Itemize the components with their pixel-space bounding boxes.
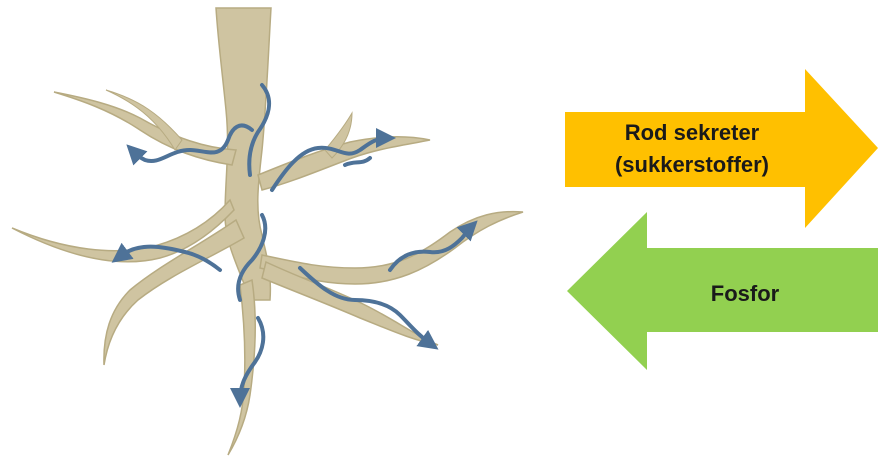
arrow-right-shape [565, 69, 878, 228]
plant-root-illustration [12, 8, 523, 455]
phosphorus-arrow: Fosfor [567, 212, 878, 370]
root-branch-right [260, 212, 523, 284]
arrow-right-label-line1: Rod sekreter [625, 120, 760, 145]
arrow-left-label: Fosfor [711, 281, 780, 306]
root-secretions-arrow: Rod sekreter (sukkerstoffer) [565, 69, 878, 228]
arrow-right-label-line2: (sukkerstoffer) [615, 152, 769, 177]
